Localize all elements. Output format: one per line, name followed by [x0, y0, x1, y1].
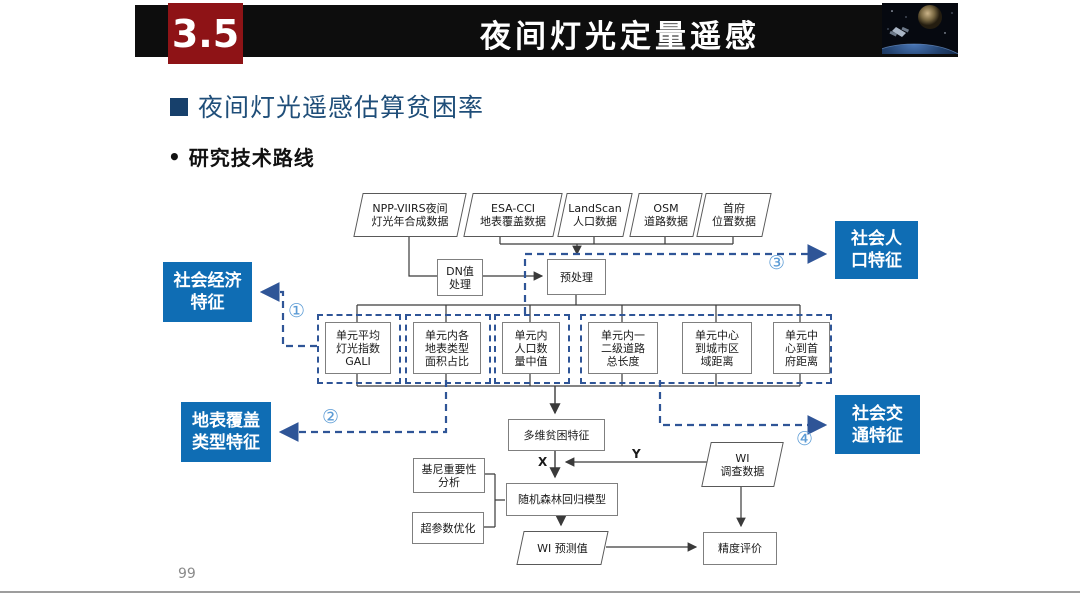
- callout-4: ④: [796, 428, 814, 450]
- flow-node-wi-prediction: WI 预测值: [516, 531, 609, 565]
- source-node-npp-viirs: NPP-VIIRS夜间 灯光年合成数据: [353, 193, 467, 237]
- page-number: 99: [178, 566, 196, 582]
- factor-node-distance-to-capital: 单元中 心到首 府距离: [773, 322, 830, 374]
- callout-1: ①: [288, 300, 306, 322]
- flow-node-wi-survey: WI 调查数据: [701, 442, 784, 487]
- bullet-marker: •: [168, 144, 181, 169]
- sub-heading-text: 研究技术路线: [188, 146, 315, 170]
- callout-3: ③: [768, 252, 786, 274]
- factor-node-mean-light-index: 单元平均 灯光指数 GALI: [325, 322, 391, 374]
- title-bar: [135, 5, 958, 57]
- source-node-capital-location-label: 首府 位置数据: [712, 202, 756, 228]
- factor-node-population-median: 单元内 人口数 量中值: [502, 322, 560, 374]
- source-node-esa-cci: ESA-CCI 地表覆盖数据: [463, 193, 563, 237]
- feature-group-light: [317, 314, 401, 384]
- slide-bottom-edge: [0, 591, 1080, 593]
- feature-group-landcover: [405, 314, 491, 384]
- feature-box-social-traffic: 社会交 通特征: [835, 395, 920, 454]
- section-heading: 夜间灯光遥感估算贫困率: [170, 88, 484, 124]
- factor-node-road-length: 单元内一 二级道路 总长度: [588, 322, 658, 374]
- earth-night-image: [882, 3, 958, 54]
- source-node-capital-location: 首府 位置数据: [696, 193, 772, 237]
- source-node-osm-label: OSM 道路数据: [644, 202, 688, 228]
- source-node-landscan: LandScan 人口数据: [557, 193, 633, 237]
- flow-node-hyperparameter: 超参数优化: [412, 512, 484, 544]
- heading-square-bullet: [170, 98, 188, 116]
- flow-node-gini-importance: 基尼重要性 分析: [413, 458, 485, 493]
- heading-text: 夜间灯光遥感估算贫困率: [198, 93, 485, 122]
- feature-group-population: [494, 314, 570, 384]
- edge-label-x: X: [538, 455, 548, 469]
- sub-heading: • 研究技术路线: [168, 142, 315, 171]
- flow-node-dn-processing: DN值 处理: [437, 259, 483, 296]
- feature-group-traffic: [580, 314, 832, 384]
- callout-2: ②: [322, 406, 340, 428]
- factor-node-landcover-ratio: 单元内各 地表类型 面积占比: [413, 322, 481, 374]
- flow-node-multidim-poverty: 多维贫困特征: [508, 419, 605, 451]
- feature-box-socioeconomic: 社会经济 特征: [163, 262, 252, 322]
- flow-node-wi-prediction-label: WI 预测值: [537, 541, 588, 555]
- feature-box-landcover-type: 地表覆盖 类型特征: [181, 402, 271, 462]
- source-node-npp-viirs-label: NPP-VIIRS夜间 灯光年合成数据: [371, 202, 449, 228]
- flow-node-wi-survey-label: WI 调查数据: [720, 451, 765, 478]
- source-node-landscan-label: LandScan 人口数据: [568, 202, 622, 228]
- flow-node-accuracy-evaluation: 精度评价: [703, 532, 777, 565]
- source-node-esa-cci-label: ESA-CCI 地表覆盖数据: [480, 202, 546, 228]
- factor-node-distance-to-city: 单元中心 到城市区 域距离: [682, 322, 752, 374]
- section-number-badge: 3.5: [168, 3, 243, 64]
- feature-box-social-population: 社会人 口特征: [835, 221, 918, 279]
- edge-label-y: Y: [632, 447, 641, 461]
- flow-node-preprocess: 预处理: [547, 259, 606, 295]
- flow-node-random-forest: 随机森林回归模型: [506, 483, 618, 516]
- source-node-osm: OSM 道路数据: [629, 193, 703, 237]
- slide-title: 夜间灯光定量遥感: [480, 19, 760, 55]
